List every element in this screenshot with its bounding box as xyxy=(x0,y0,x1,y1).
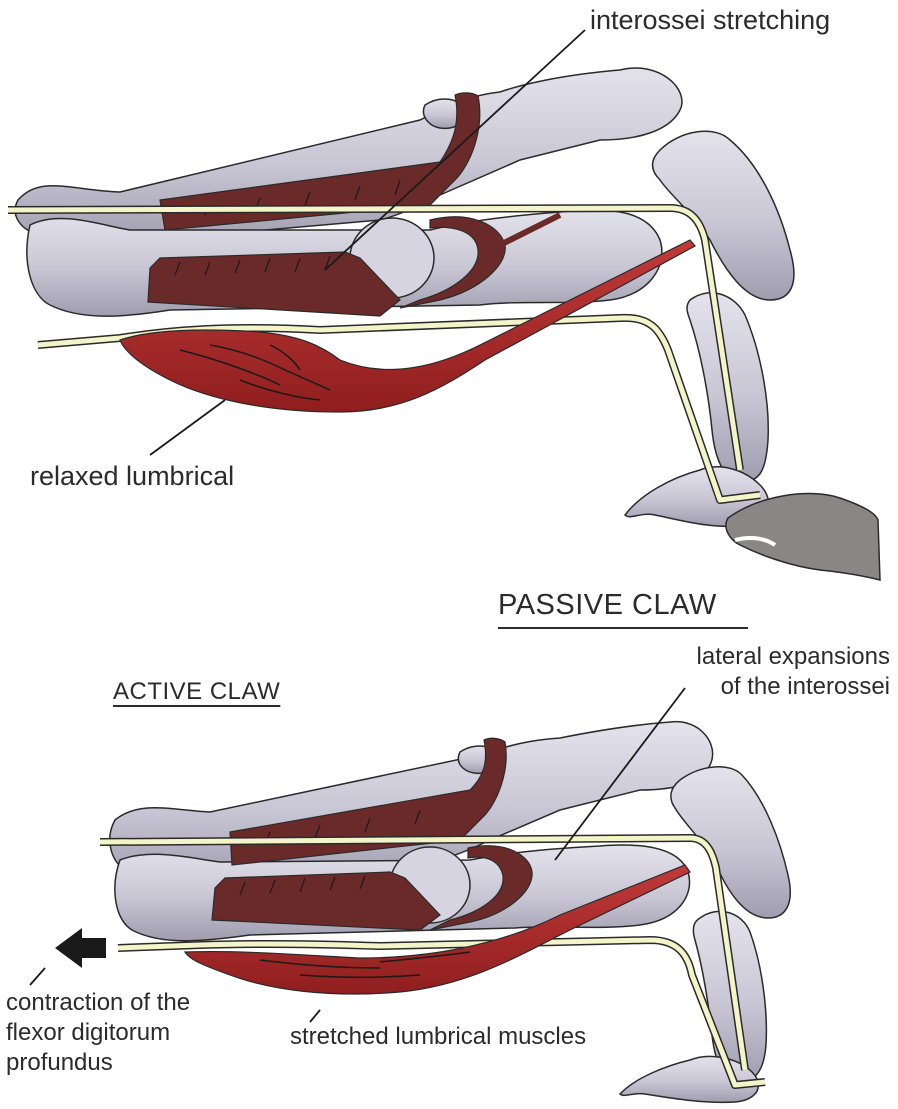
contraction-arrow xyxy=(55,928,106,968)
title-active-claw: ACTIVE CLAW xyxy=(113,678,280,706)
label-contraction: contraction of the flexor digitorum prof… xyxy=(6,988,190,1078)
leader-contraction xyxy=(30,968,45,985)
label-stretched-lumbrical: stretched lumbrical muscles xyxy=(290,1022,586,1052)
middle-phalanx-active xyxy=(671,767,790,918)
claw-bone-active xyxy=(620,1056,758,1102)
interosseus-muscle-palmar-active xyxy=(212,872,440,930)
title-passive-claw: PASSIVE CLAW xyxy=(498,589,717,622)
passive-claw-illustration xyxy=(8,30,880,628)
leader-relaxed-lumbrical xyxy=(150,400,225,455)
label-relaxed-lumbrical: relaxed lumbrical xyxy=(30,460,234,493)
middle-phalanx xyxy=(653,131,794,300)
label-interossei-stretching: interossei stretching xyxy=(590,4,830,37)
leader-stretched-lumbrical xyxy=(310,1010,320,1022)
label-lateral-expansions: lateral expansions of the interossei xyxy=(697,642,890,702)
